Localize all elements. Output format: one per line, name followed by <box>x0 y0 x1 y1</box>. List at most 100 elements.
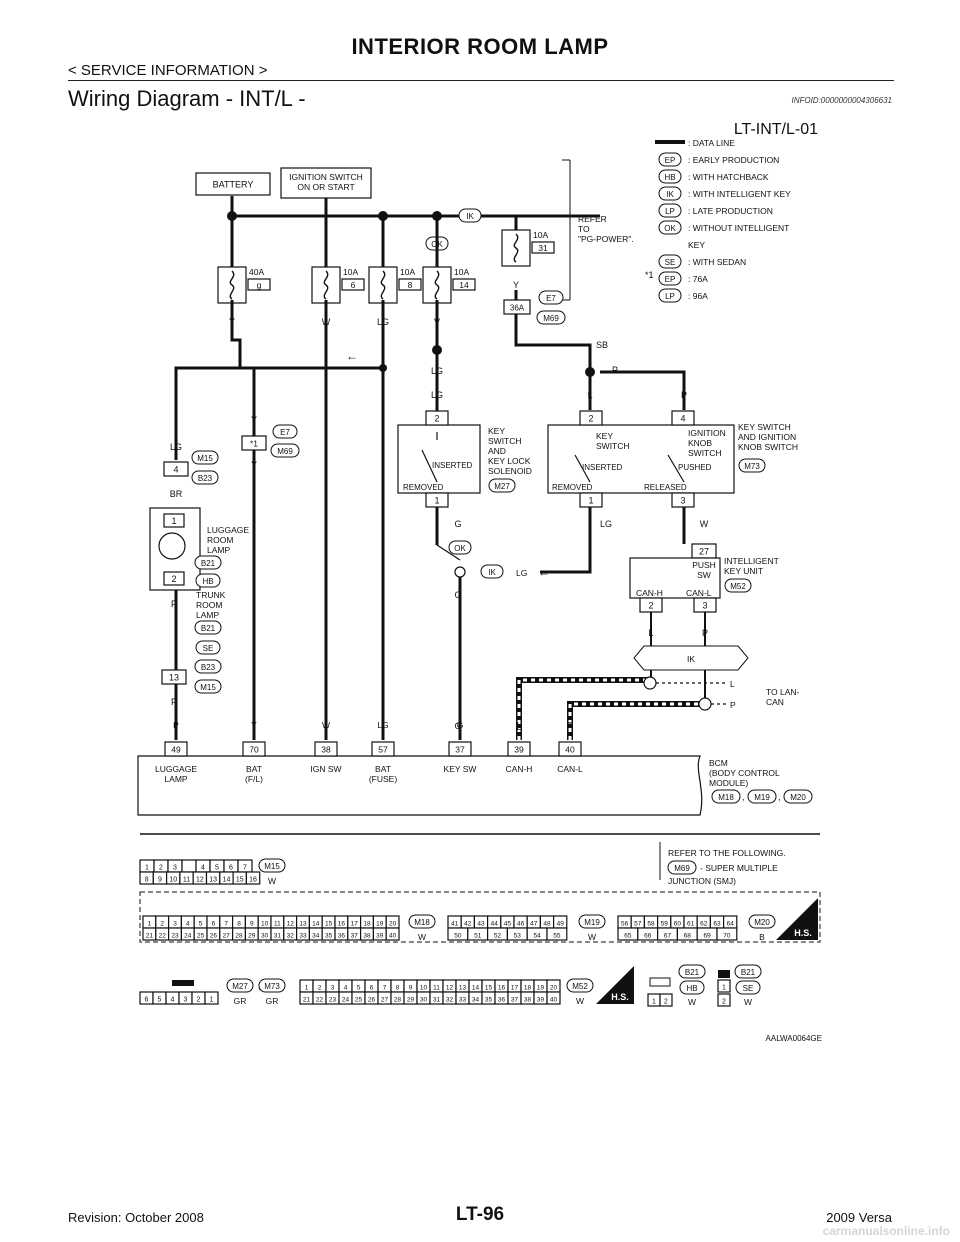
m52-pin-label: 18 <box>524 985 532 992</box>
tag-m15 <box>191 450 219 465</box>
wire-label-sb: SB <box>596 340 608 350</box>
kk-sub2: KNOB <box>688 438 712 448</box>
conn-b21-se-color: W <box>744 997 752 1007</box>
legend-code-4 <box>658 203 682 218</box>
wire-label-p-g: P <box>567 722 573 732</box>
m19-pin <box>546 927 568 941</box>
fuse-2-num-label: 8 <box>408 280 413 290</box>
trunk-lamp-label: TRUNK <box>196 590 226 600</box>
tag-ok-b-text: OK <box>454 544 466 553</box>
tag-b23-text: B23 <box>198 474 213 483</box>
m20-pin-label: 68 <box>684 933 692 940</box>
iku-can-h: CAN-H <box>636 588 663 598</box>
m52-pin-label: 29 <box>407 997 415 1004</box>
m18-pin-label: 21 <box>146 933 154 940</box>
lug-pin-1-label: 1 <box>171 516 176 526</box>
m18-pin-label: 17 <box>351 921 359 928</box>
tag-se <box>195 640 221 655</box>
can-l-line-dash <box>568 702 705 740</box>
legend-text-8: : 76A <box>688 274 708 284</box>
wire-label-br: BR <box>170 489 183 499</box>
fuse-2-amp: 10A <box>400 267 415 277</box>
legend-code-4-text: LP <box>665 207 675 216</box>
lug-pin-4 <box>163 461 189 477</box>
conn-b21-se-sub <box>735 980 761 995</box>
m52-pin-label: 10 <box>420 985 428 992</box>
key-switch-label: SOLENOID <box>488 466 532 476</box>
ks-inserted: INSERTED <box>432 461 473 470</box>
battery-box-label: BATTERY <box>213 180 254 190</box>
conn-b21-se-sub-text: SE <box>743 984 754 993</box>
bcm-wire-label-0: P <box>173 720 179 730</box>
page-title: INTERIOR ROOM LAMP <box>351 34 609 59</box>
m27-pin-label: 1 <box>210 997 214 1004</box>
m18-pin-label: 18 <box>363 921 371 928</box>
m52-pin <box>546 991 561 1005</box>
key-switch-label: SWITCH <box>488 436 522 446</box>
fuse-1-num-label: 6 <box>351 280 356 290</box>
kk-pushed: PUSHED <box>678 463 712 472</box>
ks-lever <box>421 449 438 483</box>
bcm-pin-38 <box>314 741 338 757</box>
m20-pin-label: 61 <box>687 921 695 928</box>
refer-label: REFER <box>578 214 607 224</box>
bcm-wire-label-5: L <box>517 720 522 730</box>
tag-m15-text: M15 <box>197 454 213 463</box>
lg-wire-ks <box>540 507 592 574</box>
m52-pin-label: 32 <box>446 997 454 1004</box>
m18-pin-label: 22 <box>159 933 167 940</box>
kk-pin-2-label: 2 <box>588 414 593 424</box>
joint-36a-label: 36A <box>510 304 525 313</box>
lug-pin-4-label: 4 <box>173 465 178 475</box>
luggage-lamp-label: ROOM <box>207 535 233 545</box>
bcm-pin-49-label: 49 <box>171 745 181 755</box>
m52-pin-label: 13 <box>459 985 467 992</box>
m52-pin-label: 8 <box>396 985 400 992</box>
iku-pin-27-label: 27 <box>699 547 709 557</box>
bcm-pin-70 <box>242 741 266 757</box>
m52-pin-label: 39 <box>537 997 545 1004</box>
m27-pin-label: 5 <box>158 997 162 1004</box>
bcm-pin-57-label: 57 <box>378 745 388 755</box>
ks-removed: REMOVED <box>403 483 444 492</box>
iku-pin-3-label: 3 <box>702 601 707 611</box>
bcm-label: (BODY CONTROL <box>709 768 780 778</box>
m18-pin-label: 24 <box>184 933 192 940</box>
tag-ik-text: IK <box>466 212 474 221</box>
legend-code-9 <box>658 288 682 303</box>
m52-pin-label: 38 <box>524 997 532 1004</box>
m52-pin-label: 35 <box>485 997 493 1004</box>
m15-pin-label: 3 <box>173 865 177 872</box>
lg-node <box>379 364 387 372</box>
m19-pin-label: 50 <box>454 933 462 940</box>
m19-pin-label: 46 <box>517 921 525 928</box>
m18-pin-label: 36 <box>338 933 346 940</box>
tag-m27 <box>488 478 516 493</box>
lug-pin-2 <box>163 571 185 586</box>
m20-pin-label: 65 <box>624 933 632 940</box>
bcm-pin-39-label: 39 <box>514 745 524 755</box>
tag-b23-b-text: B23 <box>201 663 216 672</box>
tag-m69-c-text: M69 <box>674 864 690 873</box>
fuse-wire-label-4: Y <box>513 280 519 290</box>
legend-code-5 <box>658 220 682 235</box>
legend-code-3-text: IK <box>666 190 674 199</box>
iku-can-l: CAN-L <box>686 588 712 598</box>
m18-pin-label: 23 <box>171 933 179 940</box>
b21-se-pin <box>717 979 731 993</box>
m18-pin-label: 30 <box>261 933 269 940</box>
kk-inserted: INSERTED <box>582 463 623 472</box>
m52-pin-label: 34 <box>472 997 480 1004</box>
tag-m15-b-text: M15 <box>200 683 216 692</box>
fuse-1-num <box>341 278 365 291</box>
m18-pin-label: 10 <box>261 921 269 928</box>
wire-label-lg-b: LG <box>431 390 443 400</box>
bcm-pin-39 <box>507 741 531 757</box>
fuse-3-element <box>434 270 440 300</box>
tag-ik <box>458 208 482 223</box>
b21-se-pin-label: 1 <box>722 985 726 992</box>
m20-pin-label: 67 <box>664 933 672 940</box>
bcm-conn-M20 <box>783 789 813 804</box>
star-connector-label: *1 <box>250 439 258 449</box>
bcm-box <box>137 755 703 816</box>
